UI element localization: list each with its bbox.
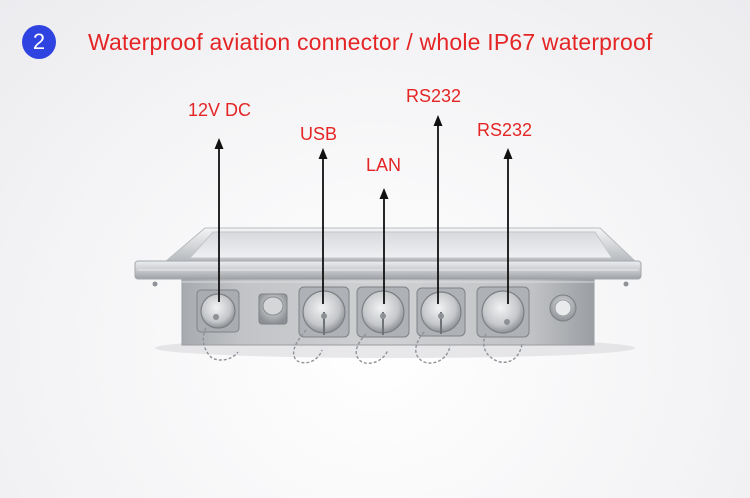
connector-lan	[356, 286, 410, 338]
label-rs232-2: RS232	[477, 120, 533, 140]
label-rs232-1: RS232	[406, 86, 462, 106]
header: 2 Waterproof aviation connector / whole …	[22, 24, 653, 60]
label-lan: LAN	[366, 155, 402, 175]
connector-12v-dc	[196, 289, 240, 333]
connector-rs232-2	[476, 286, 530, 338]
connector-rs232-1	[416, 287, 466, 337]
connector-usb	[298, 286, 350, 338]
dust-cap-chains	[202, 327, 523, 364]
callout-arrows	[214, 115, 513, 304]
label-12v-dc: 12V DC	[188, 100, 252, 120]
vent-plug	[258, 293, 288, 325]
step-number-badge: 2	[22, 25, 56, 59]
panel-pc-frame	[134, 227, 642, 287]
power-button	[549, 294, 577, 322]
page-title: Waterproof aviation connector / whole IP…	[88, 28, 653, 55]
label-usb: USB	[300, 124, 338, 144]
